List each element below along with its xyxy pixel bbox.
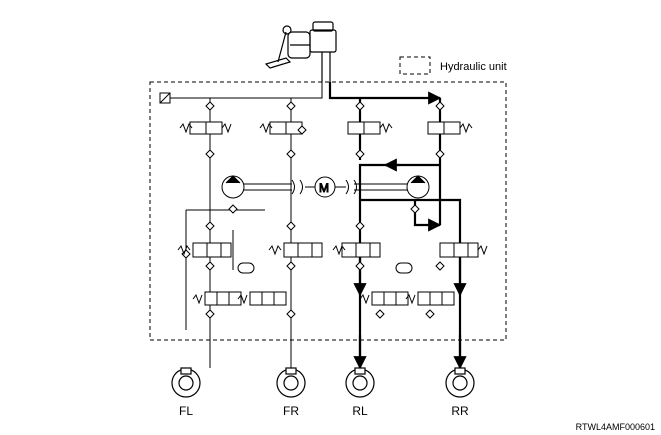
wheel-label-rl: RL (352, 404, 368, 418)
valve-upper-3 (347, 121, 393, 135)
inlet-valve-fl (177, 242, 232, 258)
valve-upper-4 (427, 121, 473, 135)
motor-symbol: M (319, 181, 329, 195)
inlet-valve-rl (332, 242, 381, 258)
outlet-valve-1 (192, 291, 242, 306)
wheel-labels: FL FR RL RR (179, 404, 469, 418)
brake-pedal-icon (264, 25, 292, 69)
legend-dashed-box (399, 56, 431, 75)
wheel-label-fl: FL (179, 404, 193, 418)
brake-pedal-assembly (264, 21, 337, 82)
outlet-solenoid-valves (192, 291, 455, 306)
wheel-brake-rl-icon (345, 367, 375, 398)
outlet-valve-4 (405, 291, 455, 306)
check-valves (181, 101, 445, 319)
outlet-valve-2 (237, 291, 287, 306)
wheel-brakes (171, 367, 475, 398)
pump-motor-group: M (221, 175, 430, 199)
reservoir-left (237, 262, 255, 274)
upper-solenoid-valves (179, 121, 473, 135)
reservoir-right (395, 262, 413, 274)
wheel-brake-fr-icon (276, 367, 306, 398)
front-circuit-lines (159, 82, 323, 368)
thick-line-pump-return (358, 163, 440, 368)
inlet-valve-fr (268, 242, 323, 258)
figure-code: RTWL4AMF000601 (576, 422, 655, 432)
wheel-label-rr: RR (451, 404, 469, 418)
wheel-brake-fl-icon (171, 367, 201, 398)
reservoir-tank (312, 21, 334, 32)
inlet-solenoid-valves (177, 242, 488, 258)
legend-label: Hydraulic unit (440, 61, 507, 73)
reservoirs (237, 262, 413, 274)
legend: Hydraulic unit (399, 56, 507, 75)
inlet-valve-rr (439, 242, 488, 258)
hydraulic-unit-boundary (149, 81, 507, 341)
outlet-valve-3 (359, 291, 409, 306)
valve-upper-1 (179, 121, 232, 135)
master-cylinder (309, 29, 337, 53)
wheel-label-fr: FR (283, 404, 299, 418)
valve-upper-2 (259, 121, 307, 135)
wheel-brake-rr-icon (445, 367, 475, 398)
thick-line-main-out (328, 82, 442, 105)
